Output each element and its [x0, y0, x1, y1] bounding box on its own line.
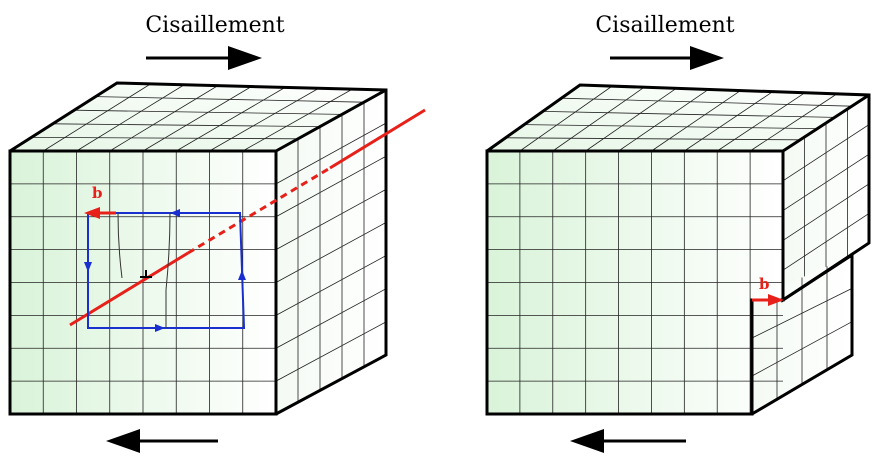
left-top-shear-arrow [146, 46, 262, 70]
grid-line [751, 287, 853, 339]
left-shear-title: Cisaillement [145, 13, 284, 38]
left-cube-side-grid [275, 102, 387, 403]
grid-line [43, 83, 151, 152]
left-panel: Cisaillement [8, 13, 426, 453]
grid-line [542, 111, 835, 118]
grid-line [749, 93, 838, 152]
grid-line [74, 109, 343, 115]
grid-line [782, 213, 870, 271]
grid-line [717, 92, 805, 152]
right-burgers-label: b [759, 275, 770, 293]
left-cube-top-grid [31, 83, 365, 152]
grid-line [782, 183, 870, 241]
right-cube [485, 83, 871, 416]
grid-line [519, 85, 613, 152]
grid-line [684, 91, 773, 152]
grid-line [176, 87, 286, 152]
grid-line [651, 90, 741, 152]
grid-line [275, 288, 387, 349]
grid-line [76, 84, 185, 152]
grid-line [242, 88, 353, 152]
right-bottom-shear-arrow [570, 429, 686, 453]
left-cube [8, 81, 388, 416]
grid-line [585, 88, 677, 152]
grid-line [209, 87, 319, 152]
right-burgers-vector: b [752, 275, 784, 306]
grid-line [275, 222, 387, 283]
grid-line [505, 137, 801, 141]
left-cube-front-grid [10, 151, 276, 414]
right-top-shear-arrow [610, 46, 724, 70]
left-burgers-vector: b [84, 184, 116, 219]
grid-line [31, 136, 299, 140]
grid-line [52, 123, 321, 127]
grid-line [751, 321, 853, 377]
grid-line [275, 255, 387, 316]
grid-line [782, 124, 870, 182]
grid-line [275, 189, 387, 250]
grid-line [618, 89, 709, 152]
burgers-circuit [84, 209, 246, 332]
grid-line [275, 155, 387, 218]
right-shear-title: Cisaillement [595, 13, 734, 38]
grid-line [561, 97, 852, 107]
grid-line [552, 86, 645, 152]
grid-line [275, 321, 387, 382]
left-bottom-shear-arrow [106, 429, 218, 453]
left-burgers-label: b [92, 184, 103, 202]
grid-line [524, 124, 818, 129]
grid-line [142, 86, 252, 152]
grid-line [109, 85, 219, 152]
grid-line [95, 96, 365, 103]
grid-line [275, 122, 387, 185]
grid-line [782, 153, 870, 211]
right-panel: Cisaillement [485, 13, 871, 453]
